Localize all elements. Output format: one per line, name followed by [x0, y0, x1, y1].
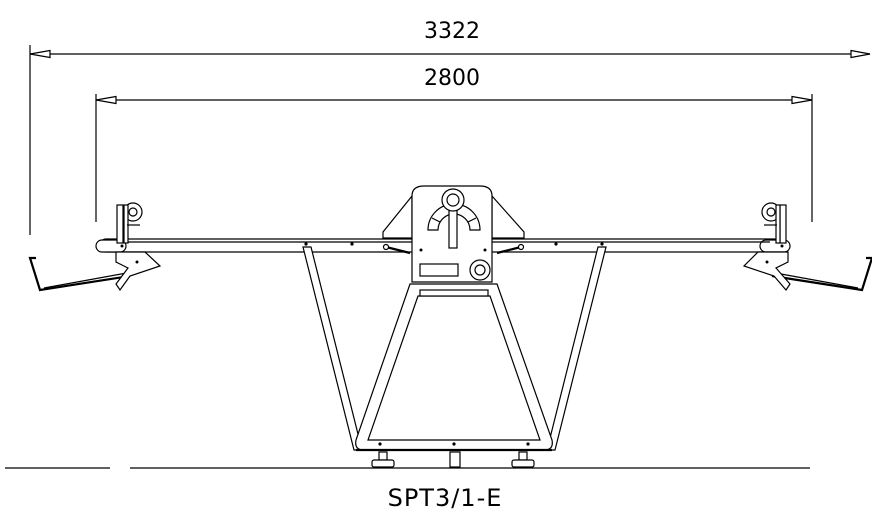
model-label: SPT3/1-E — [388, 484, 503, 512]
working-width-label: 2800 — [424, 66, 480, 91]
working-width-dimension: 2800 — [95, 66, 813, 222]
stand-frame — [302, 246, 607, 452]
overall-width-label: 3322 — [424, 19, 480, 44]
overall-width-dimension: 3322 — [29, 19, 871, 235]
right-end-assembly — [742, 202, 872, 292]
left-end-assembly — [28, 202, 162, 292]
roller-housing — [382, 185, 525, 283]
leveling-feet — [371, 451, 535, 468]
